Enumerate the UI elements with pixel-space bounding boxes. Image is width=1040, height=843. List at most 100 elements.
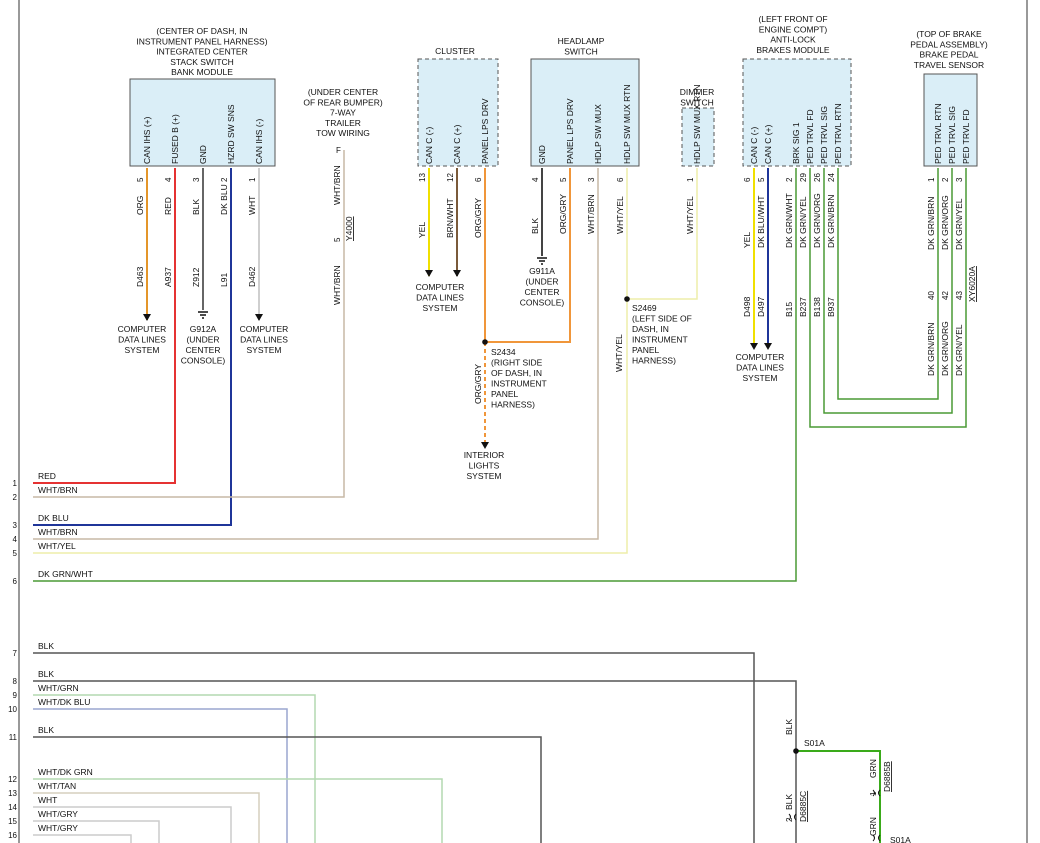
terminal-label: S2434 xyxy=(491,347,516,357)
connector-pin-number: 40 xyxy=(927,291,936,300)
row-number: 10 xyxy=(8,705,17,714)
terminal-label: CONSOLE) xyxy=(520,298,565,308)
wire-color-label: DK GRN/ORG xyxy=(940,195,950,250)
terminal-label: DASH, IN xyxy=(632,324,669,334)
abs-module-box xyxy=(742,58,852,167)
caption-line: STACK SWITCH xyxy=(170,57,234,67)
arrow-icon xyxy=(255,314,263,321)
row-number: 8 xyxy=(13,677,18,686)
wire-color-label: ORG/GRY xyxy=(558,194,568,234)
dimmer-switch-box xyxy=(681,107,715,167)
terminal-label: OF DASH, IN xyxy=(491,368,542,378)
pin-number: 5 xyxy=(136,177,145,182)
caption-line: (UNDER CENTER xyxy=(308,87,378,97)
wire-color-label: DK BLU/WHT xyxy=(756,196,766,248)
pin-number: 1 xyxy=(686,177,695,182)
wire-color-label: WHT/YEL xyxy=(614,334,624,372)
wire-color-label: WHT/BRN xyxy=(586,194,596,234)
trailer-conn-num: 5 xyxy=(333,237,342,242)
pin-number: 24 xyxy=(827,173,836,182)
lower-conn-b: D6885B xyxy=(882,761,892,792)
row-wire-label: RED xyxy=(38,471,56,481)
caption-line: BRAKES MODULE xyxy=(756,45,830,55)
wire-color-label: DK GRN/YEL xyxy=(954,324,964,376)
cluster-box xyxy=(417,58,499,167)
circuit-label: B138 xyxy=(812,297,822,317)
arrow-icon xyxy=(453,270,461,277)
switch-bank-module-box xyxy=(129,78,276,167)
pin-number: 5 xyxy=(559,177,568,182)
terminal-label: (RIGHT SIDE xyxy=(491,358,543,368)
terminal-label: SYSTEM xyxy=(247,345,282,355)
caption-line: TOW WIRING xyxy=(316,128,370,138)
wire-color-label: YEL xyxy=(417,222,427,238)
wire-color-label: DK GRN/YEL xyxy=(954,198,964,250)
pin-number: 1 xyxy=(927,177,936,182)
lower-blk-1: BLK xyxy=(784,719,794,735)
circuit-label: Z912 xyxy=(191,267,201,287)
row-number: 14 xyxy=(8,803,17,812)
terminal-label: COMPUTER xyxy=(240,324,289,334)
wire-color-label: DK GRN/WHT xyxy=(784,193,794,248)
circuit-label: D463 xyxy=(135,266,145,287)
row-number: 7 xyxy=(13,649,18,658)
row-number: 11 xyxy=(9,733,18,742)
caption-line: OF REAR BUMPER) xyxy=(303,97,383,107)
wire-color-label: DK GRN/BRN xyxy=(926,197,936,250)
pin-number: 1 xyxy=(248,177,257,182)
wire-color-label: DK BLU xyxy=(219,184,229,215)
terminal-label: DATA LINES xyxy=(736,363,784,373)
caption-line: (LEFT FRONT OF xyxy=(758,14,827,24)
arrow-icon xyxy=(750,343,758,350)
terminal-label: G911A xyxy=(529,266,555,276)
wire-color-label: WHT/YEL xyxy=(615,196,625,234)
terminal-label: COMPUTER xyxy=(736,352,785,362)
pin-name: CAN C (+) xyxy=(763,124,773,164)
pin-number: 26 xyxy=(813,173,822,182)
row-wire-label: WHT/GRY xyxy=(38,809,78,819)
pin-number: 2 xyxy=(220,177,229,182)
pin-name: PED TRVL SIG xyxy=(819,106,829,164)
pin-name: HDLP SW MUX RTN xyxy=(692,84,702,164)
row-number: 2 xyxy=(13,493,18,502)
row-number: 6 xyxy=(13,577,18,586)
terminal-label: S2469 xyxy=(632,303,657,313)
terminal-label: INSTRUMENT xyxy=(632,335,688,345)
row-wire-label: WHT/GRY xyxy=(38,823,78,833)
terminal-label: HARNESS) xyxy=(632,356,676,366)
row-wire-label: DK BLU xyxy=(38,513,69,523)
arrow-icon xyxy=(143,314,151,321)
trailer-wire-top: WHT/BRN xyxy=(332,165,342,205)
circuit-label: B937 xyxy=(826,297,836,317)
trailer-pin-f: F xyxy=(336,146,341,155)
row-wire-label: WHT/DK BLU xyxy=(38,697,90,707)
terminal-label: HARNESS) xyxy=(491,400,535,410)
terminal-label: CENTER xyxy=(186,345,221,355)
pin-number: 5 xyxy=(757,177,766,182)
pin-name: GND xyxy=(198,145,208,164)
pin-name: CAN IHS (-) xyxy=(254,119,264,165)
pin-name: PANEL LPS DRV xyxy=(480,98,490,164)
pin-number: 13 xyxy=(418,173,427,182)
wire-color-label: BLK xyxy=(530,218,540,234)
pin-number: 6 xyxy=(474,177,483,182)
wire-color-label: ORG/GRY xyxy=(473,364,483,404)
terminal-label: COMPUTER xyxy=(118,324,167,334)
brake-sensor-box xyxy=(923,73,978,167)
caption-line: ENGINE COMPT) xyxy=(759,24,828,34)
circuit-label: D497 xyxy=(756,296,766,317)
terminal-label: (UNDER xyxy=(525,277,558,287)
row-wire-label: WHT/YEL xyxy=(38,541,76,551)
row-wire-label: WHT/TAN xyxy=(38,781,76,791)
terminal-label: SYSTEM xyxy=(125,345,160,355)
row-wire-label: WHT xyxy=(38,795,57,805)
connector-label: XY6020A xyxy=(967,266,977,302)
caption-line: BRAKE PEDAL xyxy=(919,50,978,60)
lower-conn-c: D6885C xyxy=(798,791,808,822)
pin-number: 2 xyxy=(941,177,950,182)
wire-color-label: ORG/GRY xyxy=(473,198,483,238)
lower-blk-2: BLK xyxy=(784,794,794,810)
wire-color-label: WHT xyxy=(247,196,257,215)
terminal-label: DATA LINES xyxy=(118,335,166,345)
